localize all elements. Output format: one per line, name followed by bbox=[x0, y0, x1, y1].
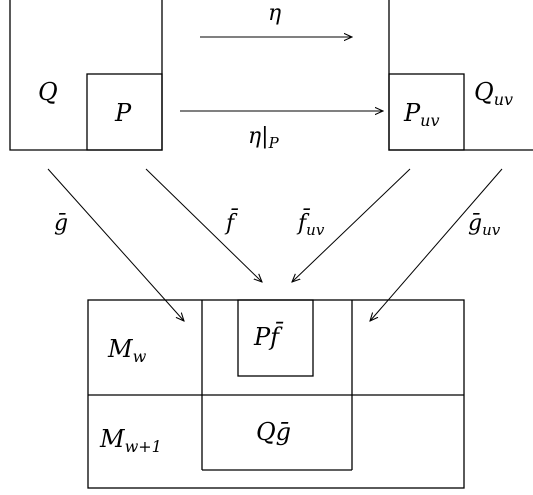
arrow-f-bar-uv bbox=[292, 168, 411, 282]
label-f-bar-uv: f̄uv bbox=[296, 208, 325, 239]
arrow-f-bar bbox=[145, 168, 262, 282]
label-p: P bbox=[114, 99, 132, 127]
label-m-w1: Mw+1 bbox=[99, 425, 162, 456]
box-p-fbar bbox=[237, 299, 314, 377]
label-eta-restricted: η|P bbox=[248, 124, 280, 152]
label-q-gbar: Qḡ bbox=[256, 418, 291, 446]
box-q-uv bbox=[388, 0, 533, 151]
label-p-fbar: Pf̄ bbox=[253, 322, 284, 351]
label-q: Q bbox=[38, 78, 58, 106]
label-eta: η bbox=[268, 1, 281, 26]
label-f-bar: f̄ bbox=[224, 208, 239, 236]
label-g-bar: ḡ bbox=[54, 211, 68, 236]
box-p-uv bbox=[388, 73, 465, 151]
label-g-bar-uv: ḡuv bbox=[468, 211, 501, 239]
arrow-g-bar bbox=[47, 168, 184, 321]
label-m-w: Mw bbox=[107, 335, 147, 366]
box-p bbox=[86, 73, 163, 151]
arrow-g-bar-uv bbox=[370, 168, 503, 321]
label-p-uv: Puv bbox=[403, 99, 440, 130]
label-q-uv: Quv bbox=[474, 78, 513, 109]
box-q bbox=[9, 0, 163, 151]
